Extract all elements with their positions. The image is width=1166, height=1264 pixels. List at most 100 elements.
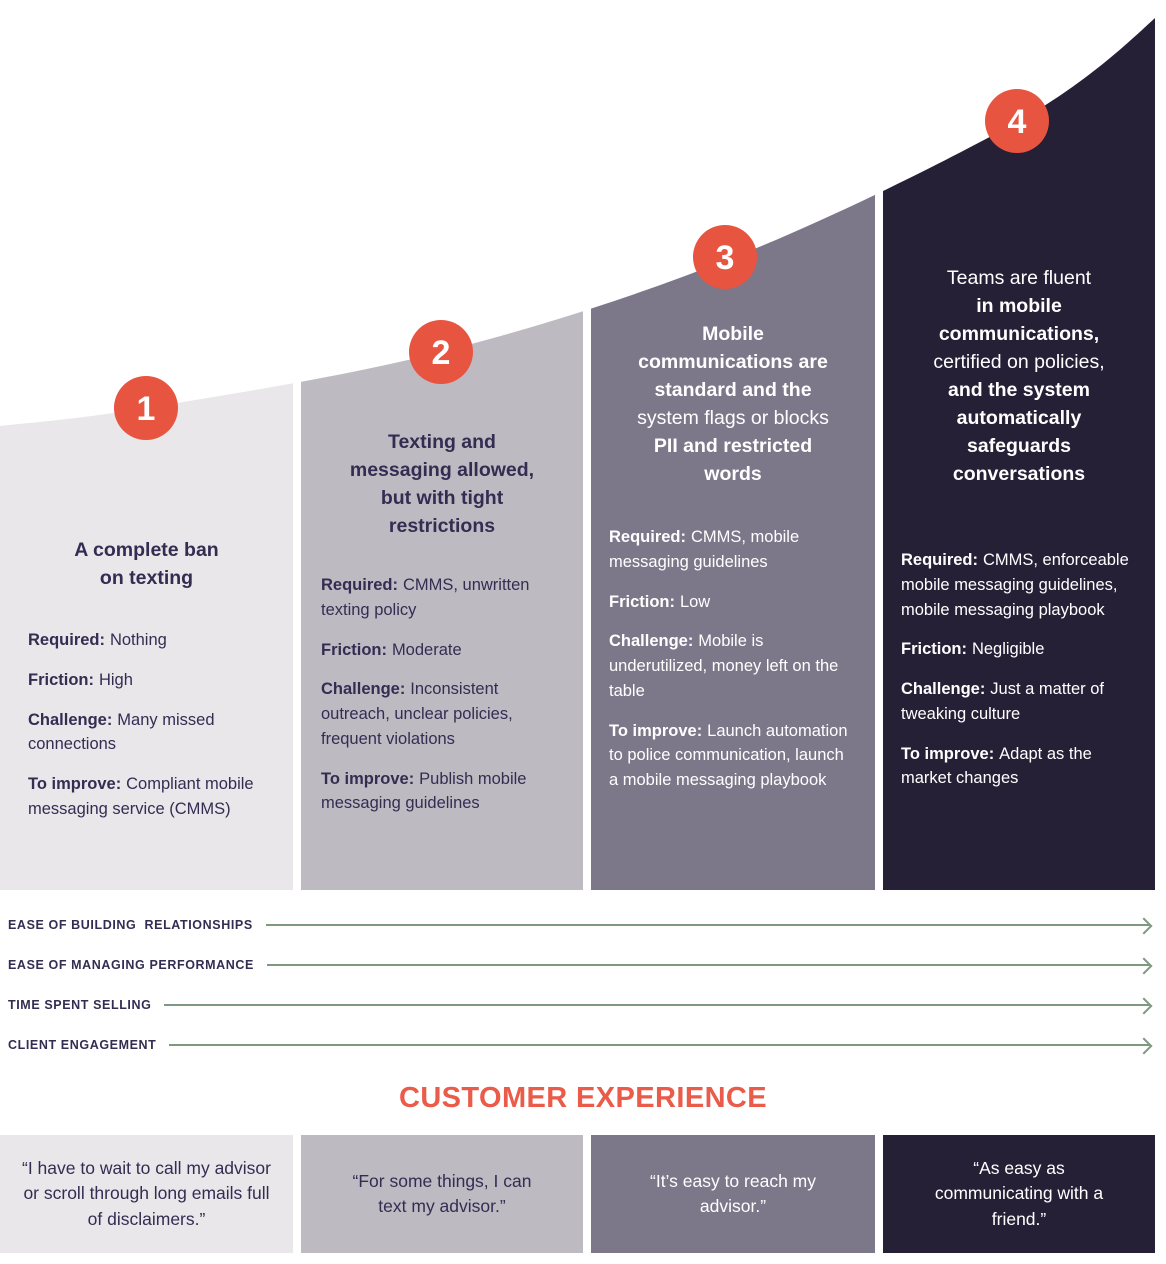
stage-2-quote-card: “For some things, I can text my advisor.… bbox=[301, 1135, 583, 1253]
detail-challenge: Challenge:Many missed connections bbox=[28, 708, 265, 758]
stage-4-panel bbox=[883, 18, 1155, 890]
detail-challenge: Challenge:Inconsistent outreach, unclear… bbox=[321, 677, 563, 751]
stage-1-quote-card: “I have to wait to call my advisor or sc… bbox=[0, 1135, 293, 1253]
detail-to-improve: To improve:Compliant mobile messaging se… bbox=[28, 772, 265, 822]
stage-4-title: Teams are fluent in mobile communication… bbox=[901, 264, 1137, 488]
detail-label: To improve: bbox=[321, 769, 415, 788]
detail-value: Low bbox=[679, 592, 711, 611]
stage-4-number: 4 bbox=[1008, 103, 1027, 141]
stage-2-number-badge: 2 bbox=[409, 320, 473, 384]
detail-value: Adapt as the market changes bbox=[901, 744, 1092, 788]
detail-label: Friction: bbox=[901, 640, 967, 659]
quote-text: “It’s easy to reach my advisor.” bbox=[650, 1170, 816, 1216]
metric-row-ease-of-building-relationships: EASE OF BUILDING RELATIONSHIPS bbox=[8, 914, 1155, 936]
title-line: A complete ban bbox=[74, 539, 219, 561]
stage-1-panel bbox=[0, 383, 293, 890]
title-line: standard and the bbox=[654, 379, 812, 401]
title-line: automatically bbox=[956, 407, 1082, 429]
title-line: conversations bbox=[952, 463, 1086, 485]
metric-label: TIME SPENT SELLING bbox=[8, 998, 152, 1012]
detail-friction: Friction:Moderate bbox=[321, 638, 563, 663]
metric-row-ease-of-managing-performance: EASE OF MANAGING PERFORMANCE bbox=[8, 954, 1155, 976]
metric-row-client-engagement: CLIENT ENGAGEMENT bbox=[8, 1034, 1155, 1056]
detail-to-improve: To improve:Adapt as the market changes bbox=[901, 742, 1137, 792]
detail-label: Friction: bbox=[321, 640, 387, 659]
right-arrow-icon bbox=[266, 964, 1150, 966]
stage-2-details: Required:CMMS, unwritten texting policy … bbox=[321, 573, 563, 816]
stage-3-panel bbox=[591, 194, 875, 890]
quote-text: “I have to wait to call my advisor or sc… bbox=[22, 1157, 271, 1229]
detail-label: Required: bbox=[321, 576, 399, 594]
detail-value: Moderate bbox=[391, 640, 462, 659]
stage-3-details: Required:CMMS, mobile messaging guidelin… bbox=[609, 525, 857, 793]
stage-3-number-badge: 3 bbox=[693, 225, 757, 289]
title-line: system flags or blocks bbox=[637, 407, 829, 429]
stage-3-content: Mobile communications are standard and t… bbox=[591, 0, 875, 890]
stage-2-number: 2 bbox=[432, 334, 451, 372]
metric-label: EASE OF BUILDING RELATIONSHIPS bbox=[8, 918, 253, 932]
right-arrow-icon bbox=[169, 1044, 1150, 1046]
detail-required: Required:CMMS, mobile messaging guidelin… bbox=[609, 525, 857, 575]
detail-required: Required:Nothing bbox=[28, 628, 265, 653]
detail-label: To improve: bbox=[901, 744, 995, 763]
detail-label: Friction: bbox=[28, 670, 94, 689]
detail-label: Challenge: bbox=[321, 680, 406, 699]
detail-value: Nothing bbox=[109, 631, 167, 649]
metric-row-time-spent-selling: TIME SPENT SELLING bbox=[8, 994, 1155, 1016]
title-line: communications, bbox=[938, 323, 1100, 345]
stage-3-quote-card: “It’s easy to reach my advisor.” bbox=[591, 1135, 875, 1253]
stage-2-panel bbox=[301, 311, 583, 890]
customer-quotes-row: “I have to wait to call my advisor or sc… bbox=[0, 1135, 1166, 1253]
stage-1-details: Required:Nothing Friction:High Challenge… bbox=[28, 628, 265, 822]
detail-value: Compliant mobile messaging service (CMMS… bbox=[28, 775, 254, 818]
title-line: messaging allowed, bbox=[349, 459, 535, 481]
quote-text: “As easy as communicating with a friend.… bbox=[934, 1157, 1104, 1229]
stage-2-title: Texting and messaging allowed, but with … bbox=[321, 428, 563, 540]
quote-text: “For some things, I can text my advisor.… bbox=[352, 1170, 532, 1216]
stage-1-number-badge: 1 bbox=[114, 376, 178, 440]
detail-label: Friction: bbox=[609, 592, 675, 611]
title-line: Texting and bbox=[388, 431, 496, 453]
stage-4-content: Teams are fluent in mobile communication… bbox=[883, 0, 1155, 890]
stage-1-title: A complete ban on texting bbox=[28, 536, 265, 592]
detail-required: Required:CMMS, unwritten texting policy bbox=[321, 573, 563, 623]
title-line: certified on policies, bbox=[933, 351, 1105, 373]
stage-3-number: 3 bbox=[716, 239, 735, 277]
detail-to-improve: To improve:Launch automation to police c… bbox=[609, 719, 857, 793]
maturity-curve-diagram: 1 2 3 4 A complete ban on texting Requi bbox=[0, 0, 1155, 890]
detail-label: Challenge: bbox=[28, 710, 113, 729]
stage-1-number: 1 bbox=[137, 390, 156, 428]
detail-value: Just a matter of tweaking culture bbox=[901, 680, 1105, 723]
metric-label: CLIENT ENGAGEMENT bbox=[8, 1038, 157, 1052]
detail-value: Inconsistent outreach, unclear policies,… bbox=[321, 680, 513, 748]
detail-value: CMMS, mobile messaging guidelines bbox=[609, 528, 800, 571]
detail-friction: Friction:Low bbox=[609, 590, 857, 615]
stage-4-quote-card: “As easy as communicating with a friend.… bbox=[883, 1135, 1155, 1253]
swoosh-curve-graphic: 1 2 3 4 bbox=[0, 18, 1155, 890]
detail-value: CMMS, enforceable mobile messaging guide… bbox=[901, 551, 1129, 619]
title-line: restrictions bbox=[388, 515, 496, 537]
title-line: PII and restricted bbox=[653, 435, 813, 457]
title-line: Mobile bbox=[702, 323, 764, 345]
stage-2-content: Texting and messaging allowed, but with … bbox=[301, 0, 583, 890]
title-line: words bbox=[704, 463, 762, 485]
detail-label: Required: bbox=[28, 631, 106, 649]
detail-challenge: Challenge:Just a matter of tweaking cult… bbox=[901, 677, 1137, 727]
detail-value: CMMS, unwritten texting policy bbox=[321, 576, 530, 619]
detail-value: Negligible bbox=[971, 640, 1045, 659]
detail-value: Many missed connections bbox=[28, 710, 215, 754]
title-line: safeguards bbox=[966, 435, 1072, 457]
right-arrow-icon bbox=[164, 1004, 1150, 1006]
stage-1-content: A complete ban on texting Required:Nothi… bbox=[0, 0, 293, 890]
detail-label: To improve: bbox=[609, 721, 703, 740]
detail-required: Required:CMMS, enforceable mobile messag… bbox=[901, 548, 1137, 622]
detail-challenge: Challenge:Mobile is underutilized, money… bbox=[609, 629, 857, 703]
detail-label: Required: bbox=[609, 528, 687, 546]
detail-label: Challenge: bbox=[901, 680, 986, 698]
detail-label: Challenge: bbox=[609, 632, 694, 651]
metric-label: EASE OF MANAGING PERFORMANCE bbox=[8, 958, 254, 972]
title-line: and the system bbox=[948, 379, 1090, 401]
stage-3-title: Mobile communications are standard and t… bbox=[609, 320, 857, 488]
detail-value: Publish mobile messaging guidelines bbox=[321, 769, 527, 813]
